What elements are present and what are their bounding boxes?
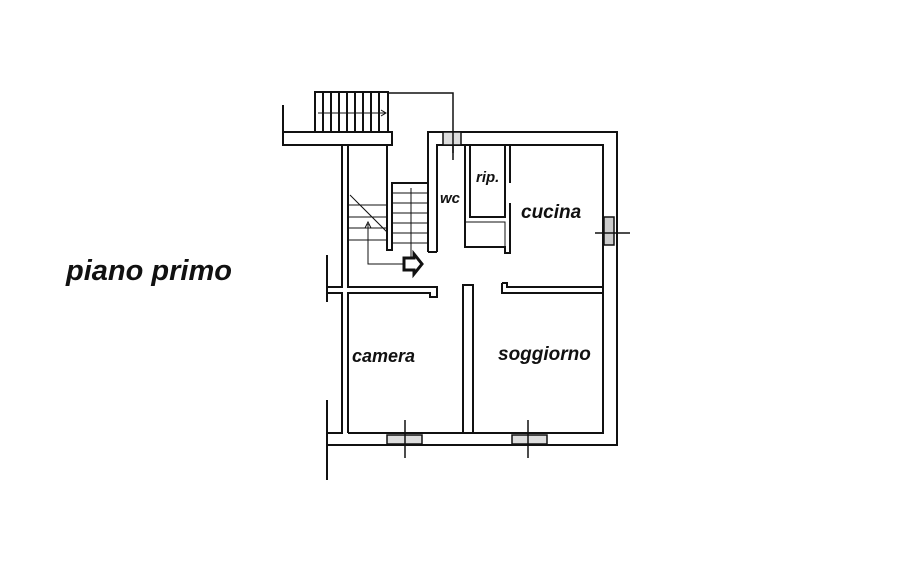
room-label-camera: camera — [352, 346, 416, 366]
floor-title: piano primo — [66, 255, 232, 287]
room-label-rip: rip. — [476, 169, 500, 186]
room-label-cucina: cucina — [521, 202, 582, 223]
walls — [282, 105, 630, 480]
windows — [386, 131, 630, 458]
room-label-soggiorno: soggiorno — [498, 344, 591, 365]
room-label-wc: wc — [440, 190, 461, 207]
external-stairs — [314, 91, 454, 153]
